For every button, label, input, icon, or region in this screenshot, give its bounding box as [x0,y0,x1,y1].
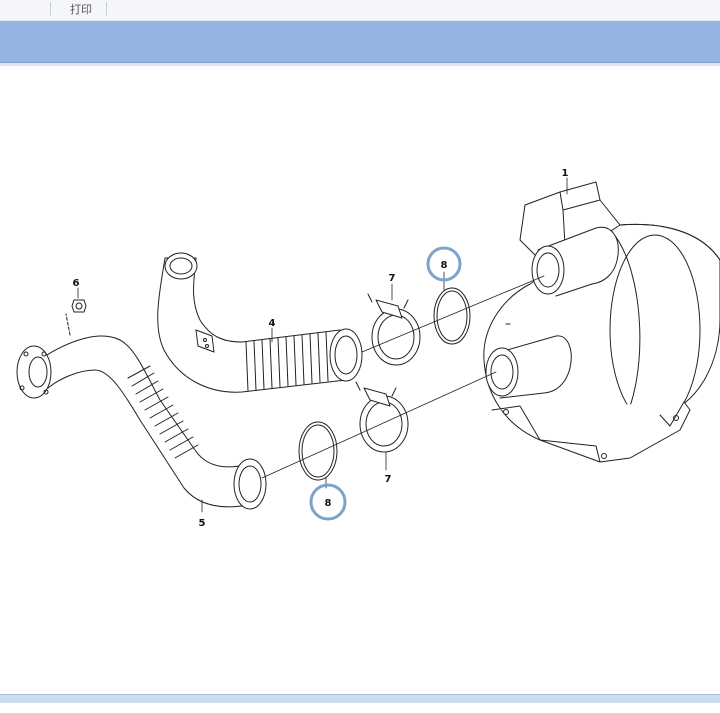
callout-number: 7 [389,273,396,284]
callout-number: 1 [562,168,569,179]
footer-base [0,703,720,713]
print-button[interactable]: 打印 [70,3,92,16]
toolbar-separator [106,2,107,16]
part-muffler[interactable] [483,181,720,463]
part-upper-flex-pipe[interactable] [157,252,363,393]
part-gasket-upper[interactable] [433,287,471,345]
toolbar-separator [50,2,51,16]
part-clamp-upper[interactable] [367,293,421,366]
footer-bar [0,694,720,703]
callout-highlight-circle [426,246,462,282]
header-banner [0,21,720,63]
callout-number: 7 [385,474,392,485]
assembly-centerlines [261,275,545,479]
header-banner-shadow [0,63,720,66]
callout-highlight-circle [309,483,347,521]
callout-number: 4 [269,318,276,329]
toolbar: 打印 [0,0,720,21]
callout-number: 5 [199,518,206,529]
callout-number: 8 [441,260,448,271]
exploded-parts-diagram: 1 4 5 6 7 7 8 8 [16,168,720,529]
parts-diagram-area: 1 4 5 6 7 7 8 8 [0,66,720,694]
part-clamp-lower[interactable] [355,381,409,453]
part-lower-flex-pipe[interactable] [16,313,267,510]
callout-number: 8 [325,498,332,509]
callout-number: 6 [73,278,80,289]
part-nut[interactable] [71,299,87,313]
part-gasket-lower[interactable] [298,421,338,481]
